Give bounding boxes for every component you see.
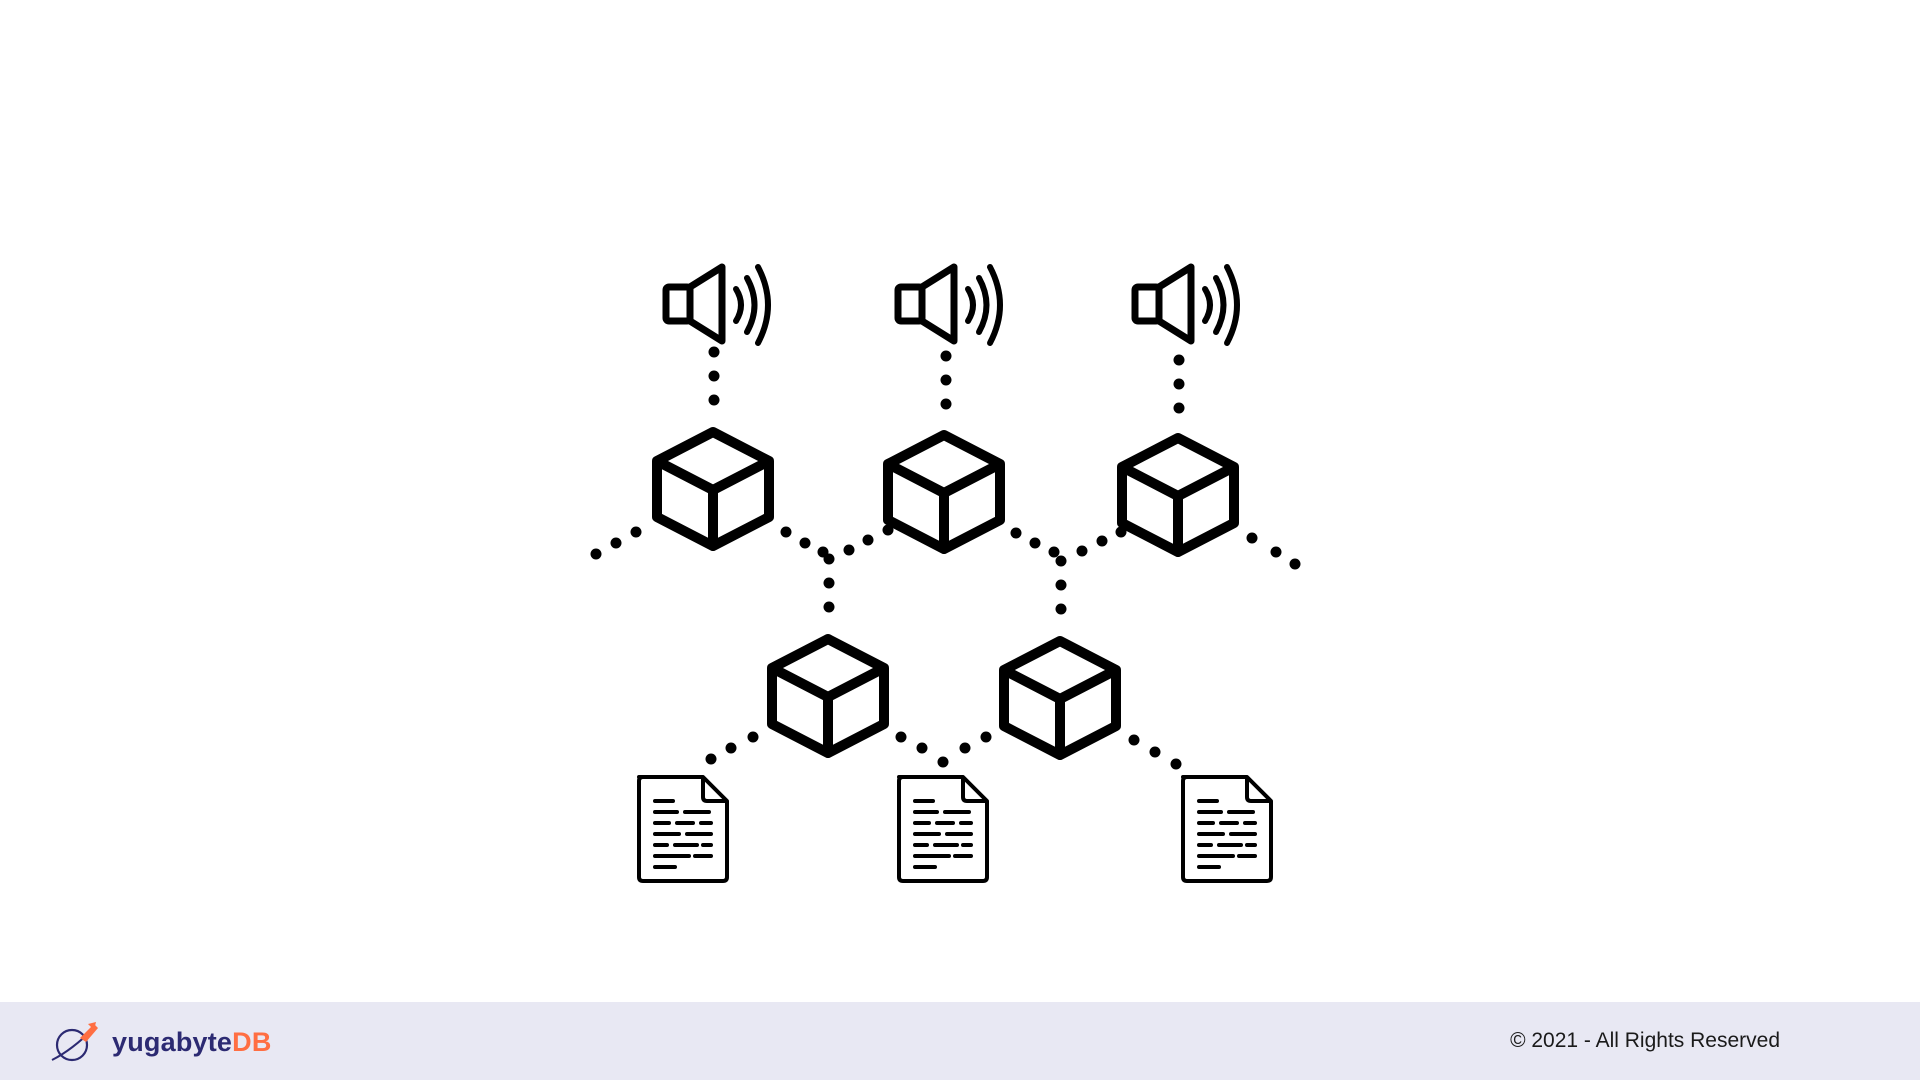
connector-dot <box>725 742 737 754</box>
connector-dot <box>916 742 928 754</box>
connector-dot <box>708 394 720 406</box>
connector-dot <box>708 370 720 382</box>
connector-dot <box>980 731 992 743</box>
cube-icon <box>888 435 1000 549</box>
connector-dot <box>823 601 835 613</box>
connector-dot <box>940 398 952 410</box>
connector-dot <box>940 374 952 386</box>
document-icon <box>637 775 729 883</box>
connector-dot <box>843 544 855 556</box>
cube-icon <box>1122 438 1234 552</box>
connector-dot <box>1029 537 1041 549</box>
connector-dot <box>823 553 835 565</box>
cube-icon <box>772 639 884 753</box>
connector-dot <box>1246 532 1258 544</box>
speaker-icon <box>666 267 768 343</box>
speaker-icon <box>1135 267 1237 343</box>
connector-dot <box>1289 558 1301 570</box>
connector-dot <box>1096 535 1108 547</box>
connector-dot <box>1170 758 1182 770</box>
connector-dot <box>1173 402 1185 414</box>
connector-dot <box>610 537 622 549</box>
cube-icon <box>657 432 769 546</box>
connector-dot <box>780 526 792 538</box>
connector-dot <box>1048 546 1060 558</box>
dotted-connections <box>590 346 1301 770</box>
connector-dot <box>630 526 642 538</box>
connector-dot <box>1173 378 1185 390</box>
rocket-planet-icon <box>51 1022 98 1062</box>
connector-dot <box>937 756 949 768</box>
node-network-diagram <box>590 0 1301 883</box>
brand-name-accent: DB <box>232 1026 272 1057</box>
connector-dot <box>959 742 971 754</box>
connector-dot <box>882 524 894 536</box>
connector-dot <box>895 731 907 743</box>
connector-dot <box>1055 555 1067 567</box>
brand-name-primary: yugabyte <box>112 1026 233 1057</box>
speaker-icon <box>898 267 1000 343</box>
connector-dot <box>747 731 759 743</box>
connector-dot <box>862 534 874 546</box>
connector-dot <box>1010 527 1022 539</box>
connector-dot <box>1076 545 1088 557</box>
document-icon <box>897 775 989 883</box>
connector-dot <box>705 753 717 765</box>
connector-dot <box>1055 579 1067 591</box>
connector-dot <box>799 537 811 549</box>
connector-dot <box>708 346 720 358</box>
connector-dot <box>940 350 952 362</box>
connector-dot <box>590 548 602 560</box>
brand-name: yugabyteDB <box>112 1027 272 1058</box>
connector-dot <box>1055 603 1067 615</box>
connector-dot <box>1270 546 1282 558</box>
yugabyte-logo: yugabyteDB <box>50 1020 272 1064</box>
connector-dot <box>823 577 835 589</box>
connector-dot <box>1149 746 1161 758</box>
connector-dot <box>1128 734 1140 746</box>
cube-icon <box>1004 641 1116 755</box>
footer-bar: yugabyteDB © 2021 - All Rights Reserved <box>0 1002 1920 1080</box>
copyright-text: © 2021 - All Rights Reserved <box>1510 1029 1780 1052</box>
connector-dot <box>1173 354 1185 366</box>
document-icon <box>1181 775 1273 883</box>
